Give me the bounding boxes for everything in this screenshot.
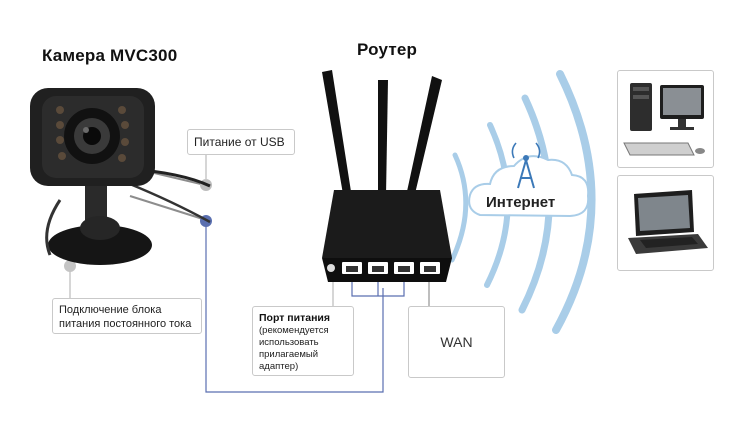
usb-cable-line xyxy=(149,171,206,186)
router-title: Роутер xyxy=(357,40,418,59)
desktop-computer-icon xyxy=(623,83,705,156)
internet-label: Интернет xyxy=(486,194,556,211)
power-port-title: Порт питания xyxy=(259,312,330,324)
laptop-card xyxy=(617,175,714,271)
power-port-note: (рекомендуется использовать прилагаемый … xyxy=(259,325,329,372)
power-jack-icon xyxy=(327,264,335,272)
tower-icon xyxy=(511,142,541,189)
power-port-card: Порт питания (рекомендуется использовать… xyxy=(252,306,354,376)
dc-cable-line xyxy=(129,195,207,221)
usb-power-label: Питание от USB xyxy=(187,129,295,155)
camera-base-dot xyxy=(64,260,76,272)
desktop-pc-card xyxy=(617,70,714,168)
dc-power-label: Подключение блока питания постоянного то… xyxy=(52,298,202,334)
power-route-line xyxy=(205,226,384,393)
camera-title: Камера MVC300 xyxy=(42,46,178,65)
wan-label: WAN xyxy=(408,306,505,378)
laptop-icon xyxy=(628,190,708,254)
